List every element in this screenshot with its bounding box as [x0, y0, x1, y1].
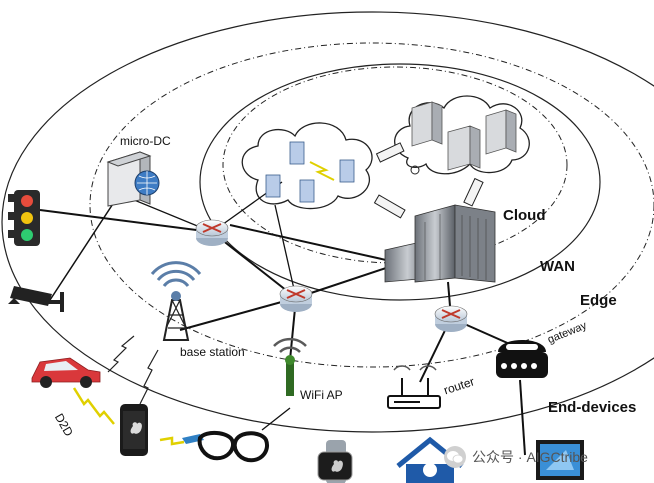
traffic-light-icon: [8, 190, 40, 246]
edge-ring: [89, 42, 654, 368]
wan-ring: [199, 63, 601, 301]
server-rack-icon-left-cloud: [265, 141, 355, 203]
router-icon-right: [434, 305, 468, 332]
node-label-base-station: base station: [180, 345, 245, 359]
wechat-icon: [444, 446, 466, 468]
security-camera-icon: [8, 286, 64, 312]
base-station-tower-icon: [150, 261, 202, 341]
car-icon: [31, 357, 101, 388]
router-icon-upper: [195, 219, 229, 246]
cable-connectors: [373, 142, 484, 219]
zone-label-end-devices: End-devices: [548, 399, 637, 416]
watermark: 公众号 · AIGCtribe: [444, 446, 588, 468]
smartphone-icon: [120, 404, 148, 456]
node-label-micro-dc: micro-DC: [120, 134, 171, 148]
wireless-link-bolts: [72, 335, 185, 446]
zone-label-wan: WAN: [540, 258, 575, 275]
cloud-ring: [222, 66, 568, 264]
watermark-text: 公众号 · AIGCtribe: [472, 449, 588, 465]
router-icon-center: [279, 285, 313, 312]
end-devices-ring: [1, 11, 654, 433]
wifi-router-device-icon: [387, 365, 441, 409]
desktop-computer-icon: [536, 440, 584, 480]
zone-label-edge: Edge: [580, 292, 617, 309]
wifi-ap-icon: [273, 337, 307, 396]
smartwatch-icon: [317, 440, 353, 483]
smart-glasses-icon: [182, 431, 269, 463]
gateway-icon: [496, 340, 548, 378]
node-label-wifi-ap: WiFi AP: [300, 388, 343, 402]
zone-label-cloud: Cloud: [503, 207, 546, 224]
data-center-icon: [384, 204, 496, 283]
micro-dc-server-icon: [106, 151, 160, 207]
server-icon-right-cloud: [411, 101, 517, 171]
